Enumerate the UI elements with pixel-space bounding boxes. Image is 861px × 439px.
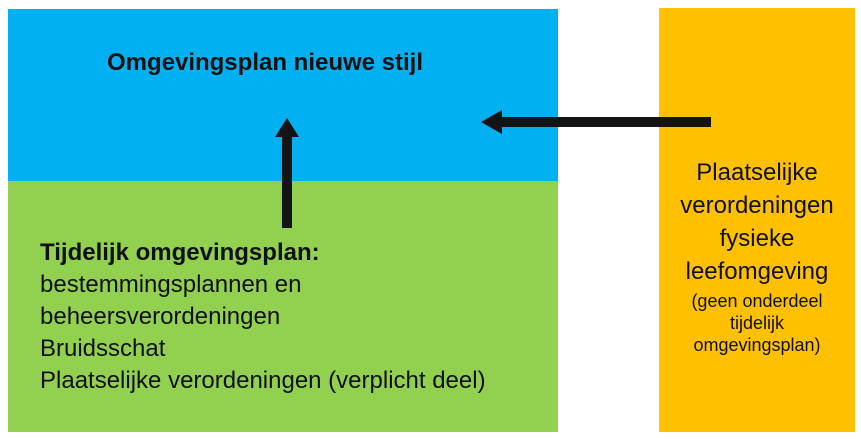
- yellow-box-title-line: leefomgeving: [685, 258, 829, 285]
- plaatselijke-verordeningen-box: Plaatselijke verordeningen fysieke leefo…: [659, 8, 855, 432]
- yellow-box-title-line: verordeningen: [680, 192, 834, 219]
- blue-box-title: Omgevingsplan nieuwe stijl: [106, 49, 424, 76]
- yellow-box-note: (geen onderdeel tijdelijk omgevingsplan): [659, 288, 855, 356]
- omgevingsplan-nieuwe-stijl-box: Omgevingsplan nieuwe stijl: [8, 9, 558, 181]
- green-box-line: beheersverordeningen: [40, 303, 281, 330]
- green-box-text: Tijdelijk omgevingsplan: bestemmingsplan…: [8, 181, 558, 397]
- yellow-box-note-line: tijdelijk: [729, 313, 785, 333]
- yellow-box-title-line: Plaatselijke: [696, 159, 818, 186]
- yellow-box-title: Plaatselijke verordeningen fysieke leefo…: [659, 8, 855, 288]
- yellow-box-note-line: omgevingsplan): [693, 335, 821, 355]
- green-box-line: Plaatselijke verordeningen (verplicht de…: [40, 367, 486, 394]
- green-box-line: Bruidsschat: [40, 335, 166, 362]
- green-box-line: bestemmingsplannen en: [40, 271, 302, 298]
- green-box-heading: Tijdelijk omgevingsplan:: [40, 239, 320, 266]
- tijdelijk-omgevingsplan-box: Tijdelijk omgevingsplan: bestemmingsplan…: [8, 181, 558, 432]
- yellow-box-title-line: fysieke: [719, 225, 795, 252]
- yellow-box-note-line: (geen onderdeel: [691, 291, 823, 311]
